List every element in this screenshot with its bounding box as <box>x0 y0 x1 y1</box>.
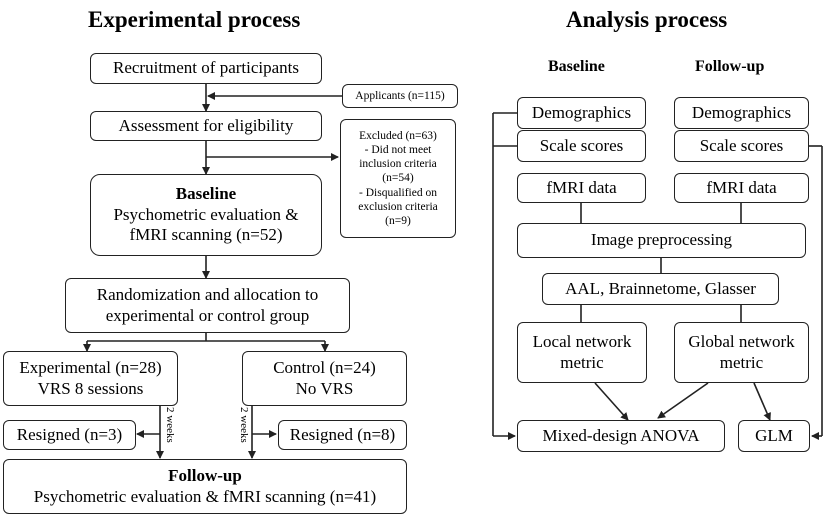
local-network-metric-box: Local network metric <box>517 322 647 383</box>
control-group-box: Control (n=24) No VRS <box>242 351 407 406</box>
applicants-box: Applicants (n=115) <box>342 84 458 108</box>
atlases-box: AAL, Brainnetome, Glasser <box>542 273 779 305</box>
arrow-global-anova <box>657 382 709 419</box>
followup-box: Follow-up Psychometric evaluation & fMRI… <box>3 459 407 514</box>
excluded-line-7: (n=9) <box>385 214 411 227</box>
excluded-line-5: - Disqualified on <box>359 186 437 199</box>
control-line-2: No VRS <box>295 378 354 398</box>
experimental-line-2: VRS 8 sessions <box>37 378 144 398</box>
excluded-line-2: - Did not meet <box>364 144 432 157</box>
excluded-box: Excluded (n=63) - Did not meet inclusion… <box>340 119 456 238</box>
recruitment-box: Recruitment of participants <box>90 53 322 84</box>
resigned-experimental-box: Resigned (n=3) <box>3 420 136 450</box>
column-header-baseline: Baseline <box>548 58 605 75</box>
scale-scores-followup-box: Scale scores <box>674 130 809 162</box>
experimental-group-box: Experimental (n=28) VRS 8 sessions <box>3 351 178 406</box>
assessment-box: Assessment for eligibility <box>90 111 322 141</box>
weeks-label-experimental: 2 weeks <box>164 407 176 443</box>
local-line-1: Local network <box>532 332 632 352</box>
column-header-followup: Follow-up <box>695 58 765 75</box>
global-network-metric-box: Global network metric <box>674 322 809 383</box>
demographics-followup-box: Demographics <box>674 97 809 129</box>
demographics-baseline-box: Demographics <box>517 97 646 129</box>
randomization-line-1: Randomization and allocation to <box>96 285 319 305</box>
followup-title: Follow-up <box>168 466 242 486</box>
arrow-local-anova <box>594 382 629 421</box>
excluded-line-4: (n=54) <box>382 172 414 185</box>
mixed-anova-box: Mixed-design ANOVA <box>517 420 725 452</box>
scale-scores-baseline-box: Scale scores <box>517 130 646 162</box>
global-line-2: metric <box>719 352 764 372</box>
weeks-label-control: 2 weeks <box>238 407 250 443</box>
resigned-control-box: Resigned (n=8) <box>278 420 407 450</box>
experimental-process-title: Experimental process <box>88 7 301 32</box>
experimental-line-1: Experimental (n=28) <box>19 358 162 378</box>
control-line-1: Control (n=24) <box>273 358 376 378</box>
image-preprocessing-box: Image preprocessing <box>517 223 806 258</box>
excluded-line-1: Excluded (n=63) <box>359 130 437 143</box>
excluded-line-3: inclusion criteria <box>359 158 437 171</box>
baseline-line-1: Psychometric evaluation & <box>113 204 299 224</box>
arrow-global-glm <box>753 382 771 421</box>
randomization-line-2: experimental or control group <box>105 305 310 325</box>
analysis-process-title: Analysis process <box>566 7 728 32</box>
followup-line-1: Psychometric evaluation & fMRI scanning … <box>33 486 377 506</box>
excluded-line-6: exclusion criteria <box>358 200 438 213</box>
glm-box: GLM <box>738 420 810 452</box>
global-line-1: Global network <box>688 332 795 352</box>
fmri-data-followup-box: fMRI data <box>674 173 809 203</box>
local-line-2: metric <box>560 352 604 372</box>
baseline-line-2: fMRI scanning (n=52) <box>129 225 283 245</box>
baseline-title: Baseline <box>175 184 237 204</box>
fmri-data-baseline-box: fMRI data <box>517 173 646 203</box>
baseline-box: Baseline Psychometric evaluation & fMRI … <box>90 174 322 256</box>
randomization-box: Randomization and allocation to experime… <box>65 278 350 333</box>
